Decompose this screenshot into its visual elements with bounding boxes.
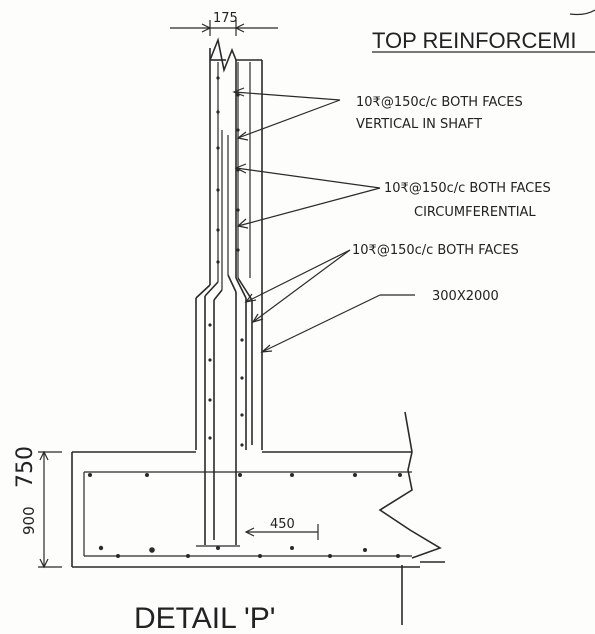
dim-450-label: 450 <box>270 517 295 532</box>
label-vertical-line2: VERTICAL IN SHAFT <box>356 117 482 132</box>
label-circ-line2: CIRCUMFERENTIAL <box>414 205 536 220</box>
shaft-reinforcement <box>217 62 251 290</box>
base-slab-outline <box>71 411 445 625</box>
detail-title: DETAIL 'P' <box>134 602 276 634</box>
dim-900-label: 900 <box>20 506 38 535</box>
dim-450 <box>244 524 319 540</box>
header-arc <box>569 9 595 16</box>
leader-lines <box>232 87 415 353</box>
bar-dots <box>88 76 402 558</box>
shaft-outline <box>209 37 263 450</box>
label-haunch: 10₹@150c/c BOTH FACES <box>352 243 519 258</box>
label-beam: 300X2000 <box>432 289 499 304</box>
dim-175 <box>170 20 278 36</box>
dim-750-label: 750 <box>13 446 38 488</box>
slab-reinforcement <box>83 471 412 557</box>
label-circ-line1: 10₹@150c/c BOTH FACES <box>384 181 551 196</box>
label-vertical-line1: 10₹@150c/c BOTH FACES <box>356 95 523 110</box>
haunch-outline <box>195 274 253 545</box>
dim-175-label: 175 <box>213 11 238 26</box>
dim-750 <box>38 450 62 569</box>
header-text: TOP REINFORCEMI <box>372 28 577 53</box>
